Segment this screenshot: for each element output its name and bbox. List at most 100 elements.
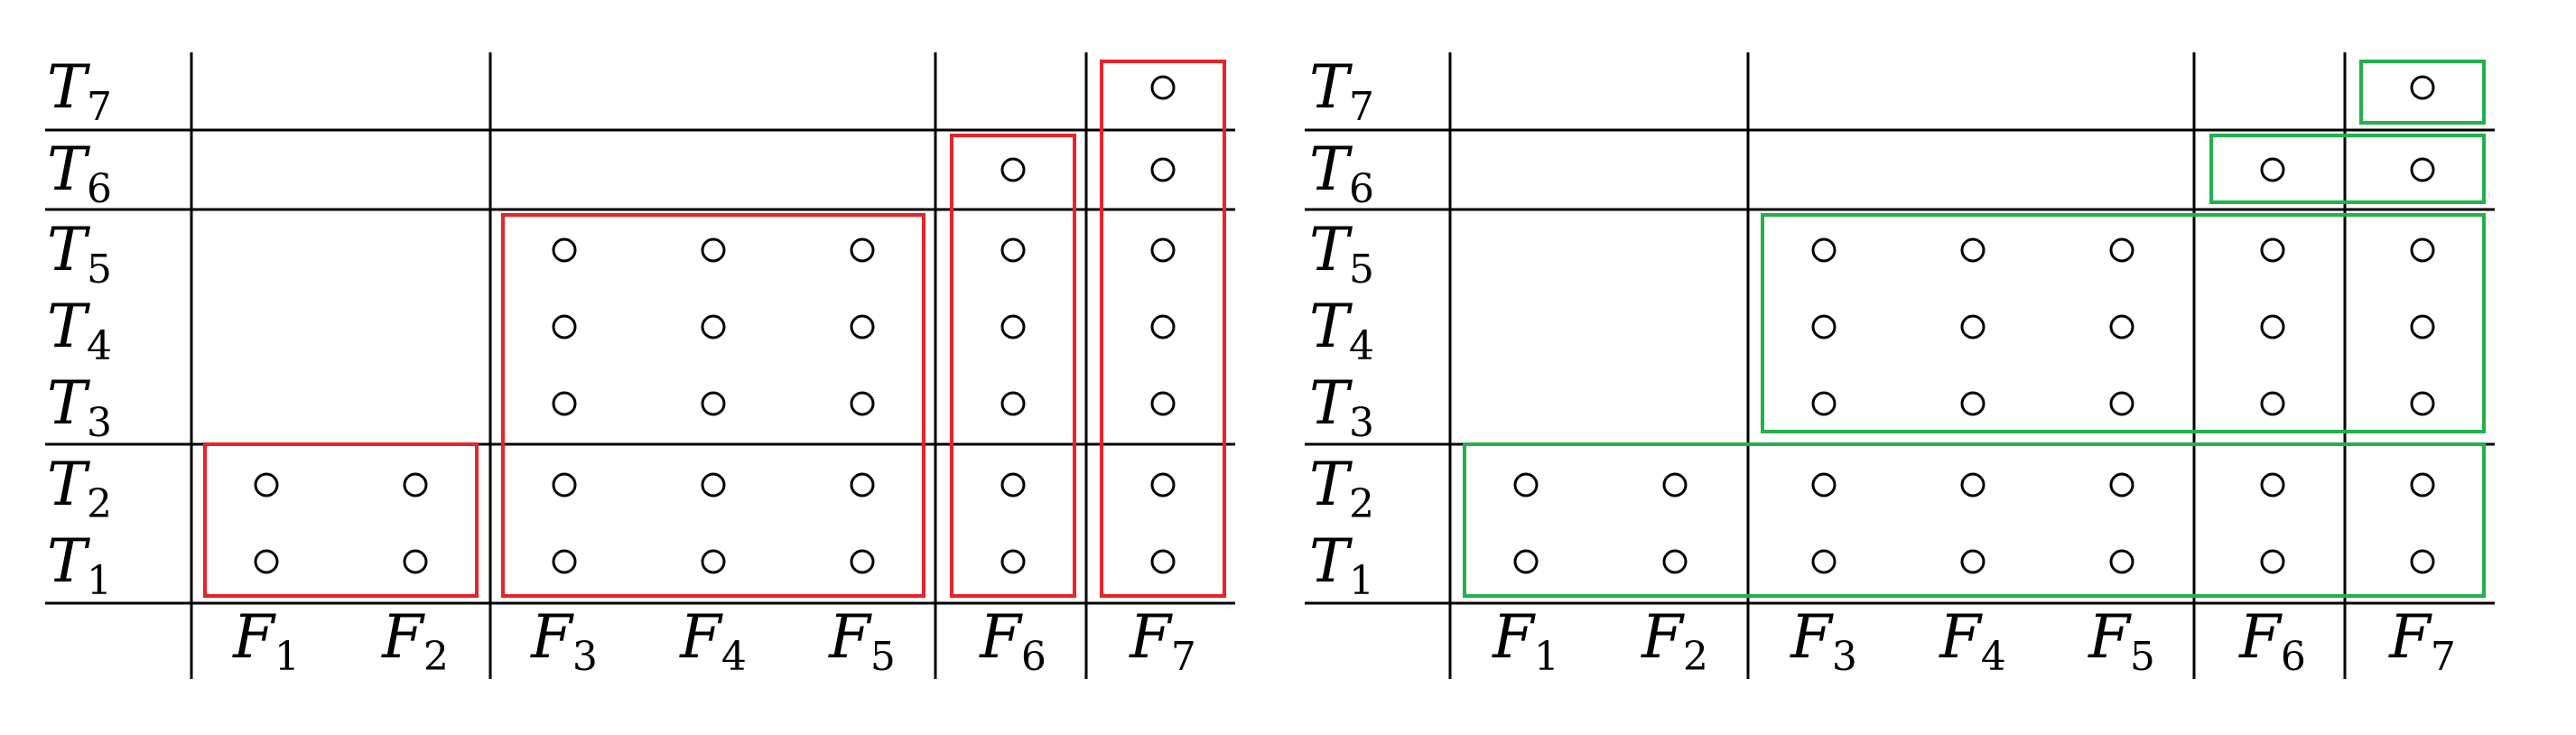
row-label-t5: T5 (47, 215, 112, 293)
group-box-4 (2359, 60, 2486, 125)
cell-circle-t5-f3 (1811, 237, 1837, 263)
cell-circle-t6-f7 (1150, 157, 1176, 182)
cell-circle-t4-f3 (552, 314, 577, 340)
col-label-f7: F7 (1129, 602, 1196, 680)
row-label-t6: T6 (47, 135, 112, 212)
cell-circle-t5-f4 (701, 237, 726, 263)
col-label-f1: F1 (232, 602, 300, 680)
group-box-4 (1100, 60, 1226, 598)
cell-circle-t5-f7 (2410, 237, 2435, 263)
col-label-f1: F1 (1492, 602, 1559, 680)
row-label-t1: T1 (1309, 526, 1374, 604)
row-label-t5: T5 (1309, 215, 1374, 293)
col-label-f5: F5 (2088, 602, 2155, 680)
group-box-2 (1761, 213, 2486, 433)
group-box-3 (950, 134, 1076, 598)
cell-circle-t4-f5 (850, 314, 875, 340)
col-label-f6: F6 (979, 602, 1046, 680)
col-label-f3: F3 (1790, 602, 1857, 680)
cell-circle-t3-f7 (2410, 391, 2435, 416)
col-label-f7: F7 (2388, 602, 2456, 680)
cell-circle-t2-f2 (1662, 472, 1688, 498)
group-box-1 (203, 442, 479, 598)
row-label-t3: T3 (47, 368, 112, 446)
cell-circle-t3-f5 (2109, 391, 2134, 416)
cell-circle-t5-f3 (552, 237, 577, 263)
col-label-f2: F2 (381, 602, 449, 680)
cell-circle-t2-f6 (2260, 472, 2285, 498)
cell-circle-t1-f5 (850, 549, 875, 574)
cell-circle-t7-f7 (1150, 75, 1176, 100)
cell-circle-t2-f5 (2109, 472, 2134, 498)
cell-circle-t5-f5 (850, 237, 875, 263)
row-label-t6: T6 (1309, 135, 1374, 212)
cell-circle-t4-f7 (1150, 314, 1176, 340)
col-label-f3: F3 (530, 602, 598, 680)
col-label-f5: F5 (828, 602, 896, 680)
cell-circle-t2-f3 (1811, 472, 1837, 498)
col-label-f6: F6 (2238, 602, 2306, 680)
cell-circle-t1-f7 (2410, 549, 2435, 574)
cell-circle-t2-f2 (403, 472, 428, 498)
cell-circle-t2-f6 (1000, 472, 1026, 498)
cell-circle-t1-f6 (1000, 549, 1026, 574)
row-label-t7: T7 (47, 52, 112, 130)
cell-circle-t3-f3 (1811, 391, 1837, 416)
cell-circle-t1-f6 (2260, 549, 2285, 574)
cell-circle-t2-f3 (552, 472, 577, 498)
cell-circle-t5-f6 (2260, 237, 2285, 263)
group-box-1 (1463, 442, 2486, 598)
cell-circle-t6-f7 (2410, 157, 2435, 182)
cell-circle-t1-f2 (1662, 549, 1688, 574)
group-box-2 (501, 213, 925, 598)
cell-circle-t2-f7 (2410, 472, 2435, 498)
cell-circle-t3-f7 (1150, 391, 1176, 416)
col-label-f2: F2 (1641, 602, 1708, 680)
cell-circle-t2-f5 (850, 472, 875, 498)
cell-circle-t7-f7 (2410, 75, 2435, 100)
cell-circle-t1-f5 (2109, 549, 2134, 574)
cell-circle-t5-f7 (1150, 237, 1176, 263)
cell-circle-t4-f4 (701, 314, 726, 340)
group-box-3 (2209, 134, 2486, 204)
cell-circle-t1-f1 (254, 549, 279, 574)
cell-circle-t5-f5 (2109, 237, 2134, 263)
cell-circle-t6-f6 (1000, 157, 1026, 182)
row-label-t1: T1 (47, 526, 112, 604)
row-label-t2: T2 (47, 450, 112, 527)
cell-circle-t6-f6 (2260, 157, 2285, 182)
cell-circle-t1-f3 (1811, 549, 1837, 574)
col-label-f4: F4 (1939, 602, 2006, 680)
cell-circle-t1-f7 (1150, 549, 1176, 574)
row-label-t4: T4 (47, 292, 112, 369)
cell-circle-t5-f4 (1960, 237, 1985, 263)
row-label-t4: T4 (1309, 292, 1374, 369)
cell-circle-t2-f1 (1513, 472, 1539, 498)
cell-circle-t3-f5 (850, 391, 875, 416)
cell-circle-t2-f1 (254, 472, 279, 498)
cell-circle-t2-f4 (1960, 472, 1985, 498)
cell-circle-t1-f2 (403, 549, 428, 574)
col-label-f4: F4 (679, 602, 747, 680)
cell-circle-t1-f4 (1960, 549, 1985, 574)
cell-circle-t4-f3 (1811, 314, 1837, 340)
cell-circle-t1-f3 (552, 549, 577, 574)
cell-circle-t2-f7 (1150, 472, 1176, 498)
cell-circle-t5-f6 (1000, 237, 1026, 263)
row-label-t7: T7 (1309, 52, 1374, 130)
cell-circle-t1-f4 (701, 549, 726, 574)
row-label-t3: T3 (1309, 368, 1374, 446)
cell-circle-t2-f4 (701, 472, 726, 498)
cell-circle-t4-f6 (1000, 314, 1026, 340)
cell-circle-t4-f7 (2410, 314, 2435, 340)
cell-circle-t3-f4 (701, 391, 726, 416)
cell-circle-t3-f3 (552, 391, 577, 416)
cell-circle-t3-f4 (1960, 391, 1985, 416)
cell-circle-t3-f6 (1000, 391, 1026, 416)
cell-circle-t4-f6 (2260, 314, 2285, 340)
cell-circle-t4-f4 (1960, 314, 1985, 340)
cell-circle-t1-f1 (1513, 549, 1539, 574)
